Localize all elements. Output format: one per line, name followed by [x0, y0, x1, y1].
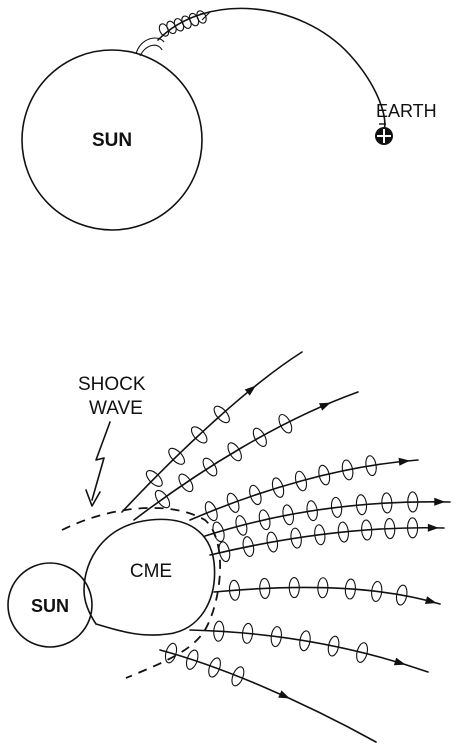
field-line-5	[210, 528, 444, 555]
shock-label-line1: SHOCK	[78, 374, 146, 395]
field-line-7	[190, 630, 428, 672]
surface-loop-inner	[140, 45, 162, 56]
field-arrowhead	[319, 403, 331, 411]
sun-label-bottom: SUN	[31, 596, 69, 616]
field-arrowhead	[434, 498, 445, 506]
field-line-2	[134, 392, 358, 520]
spiral-loop-top	[195, 9, 208, 24]
field-line-8	[160, 650, 376, 742]
field-line-4	[205, 502, 450, 536]
field-arrowhead	[394, 658, 406, 666]
spiral-arrowhead	[200, 12, 210, 20]
cme-field-lines	[122, 352, 450, 742]
shock-pointer-arrow	[92, 422, 110, 500]
field-arrowhead	[428, 524, 439, 532]
cme-label: CME	[130, 561, 172, 582]
field-arrowhead	[278, 690, 290, 698]
field-line-6	[214, 588, 440, 604]
earth-label: EARTH	[376, 101, 437, 121]
shock-front	[62, 508, 220, 678]
bottom-diagram: SHOCK WAVE CME SUN	[8, 352, 450, 742]
field-arrowhead	[425, 596, 437, 604]
shock-label-line2: WAVE	[89, 398, 143, 419]
field-line-top	[158, 8, 385, 130]
field-arrowhead	[399, 458, 410, 466]
top-diagram: SUN EARTH	[22, 8, 437, 230]
sun-label-top: SUN	[92, 130, 132, 151]
